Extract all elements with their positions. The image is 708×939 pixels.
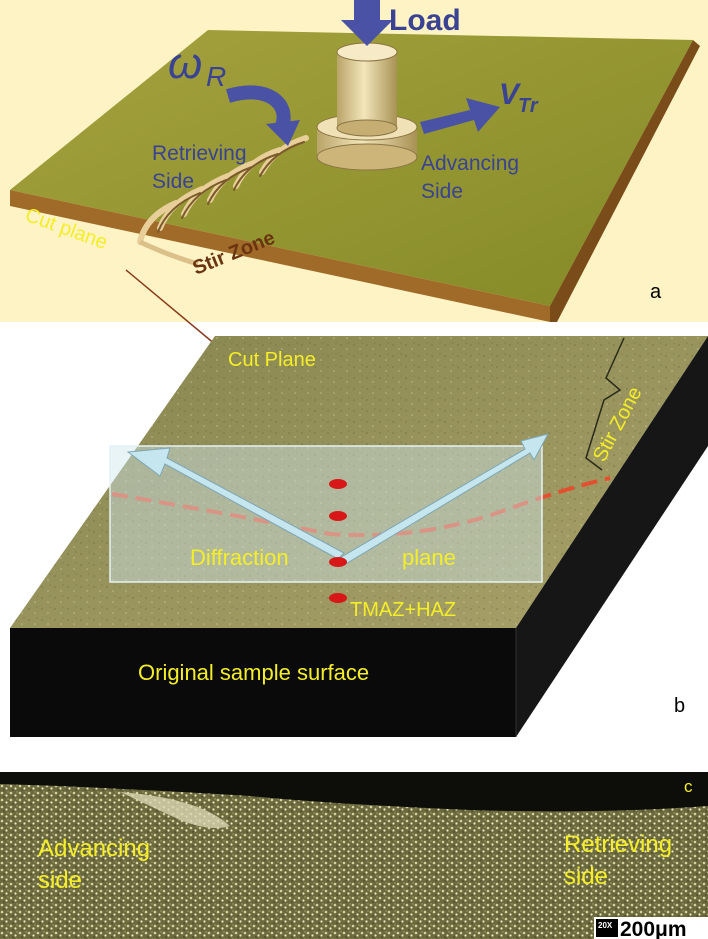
omega-symbol: ω — [168, 39, 202, 88]
panel-a-letter: a — [650, 281, 662, 303]
panel-c: Advancing side Retrieving side c 20X 200… — [0, 772, 708, 939]
retrieving-side-label-line1: Retrieving — [152, 142, 247, 165]
diffraction-arrows — [126, 433, 549, 566]
travel-arrow — [420, 98, 500, 134]
measurement-points — [329, 479, 347, 603]
panel-c-top-edge — [0, 772, 708, 812]
stir-zone-bracket — [585, 337, 625, 471]
magnification-label: 20X — [598, 921, 613, 930]
scale-bar: 20X 200μm — [594, 917, 708, 939]
original-sample-surface-label: Original sample surface — [138, 660, 369, 685]
panel-b-letter: b — [674, 695, 685, 717]
stir-zone-lobe — [120, 792, 230, 828]
retrieving-side-label-line2: Side — [152, 170, 194, 193]
tmaz-haz-label: TMAZ+HAZ — [350, 599, 456, 621]
advancing-side-label-c-line1: Advancing — [38, 835, 150, 862]
friction-stir-tool — [316, 42, 418, 171]
velocity-subscript: Tr — [518, 95, 539, 117]
panel-b: Cut Plane Stir Zone Diffraction plane TM… — [10, 336, 708, 737]
rotation-arrow — [225, 85, 291, 129]
plate-front-face — [10, 190, 550, 322]
cut-plane-leader-line — [125, 269, 223, 351]
advancing-side-label-line1: Advancing — [421, 152, 519, 175]
load-label: Load — [389, 4, 461, 37]
plate-side-face — [550, 40, 700, 322]
stir-zone-boundary — [111, 476, 611, 538]
diffraction-label: Diffraction — [190, 545, 289, 570]
plane-label: plane — [402, 545, 456, 570]
scale-bar-label: 200μm — [620, 918, 687, 939]
advancing-side-label-c-line2: side — [38, 867, 82, 894]
panel-a: Load ω R V Tr Retrieving Side Advancing … — [0, 0, 708, 351]
cut-plane-label-b: Cut Plane — [228, 349, 316, 371]
velocity-symbol: V — [499, 78, 522, 111]
retrieving-side-label-c-line2: side — [564, 863, 608, 890]
original-sample-surface-face — [10, 628, 516, 737]
block-side-face — [516, 336, 708, 737]
load-arrow — [341, 0, 393, 46]
advancing-side-label-line2: Side — [421, 180, 463, 203]
retrieving-side-label-c-line1: Retrieving — [564, 831, 672, 858]
cut-plane-edge — [138, 239, 199, 267]
omega-subscript: R — [206, 61, 226, 92]
panel-c-letter: c — [684, 777, 693, 796]
